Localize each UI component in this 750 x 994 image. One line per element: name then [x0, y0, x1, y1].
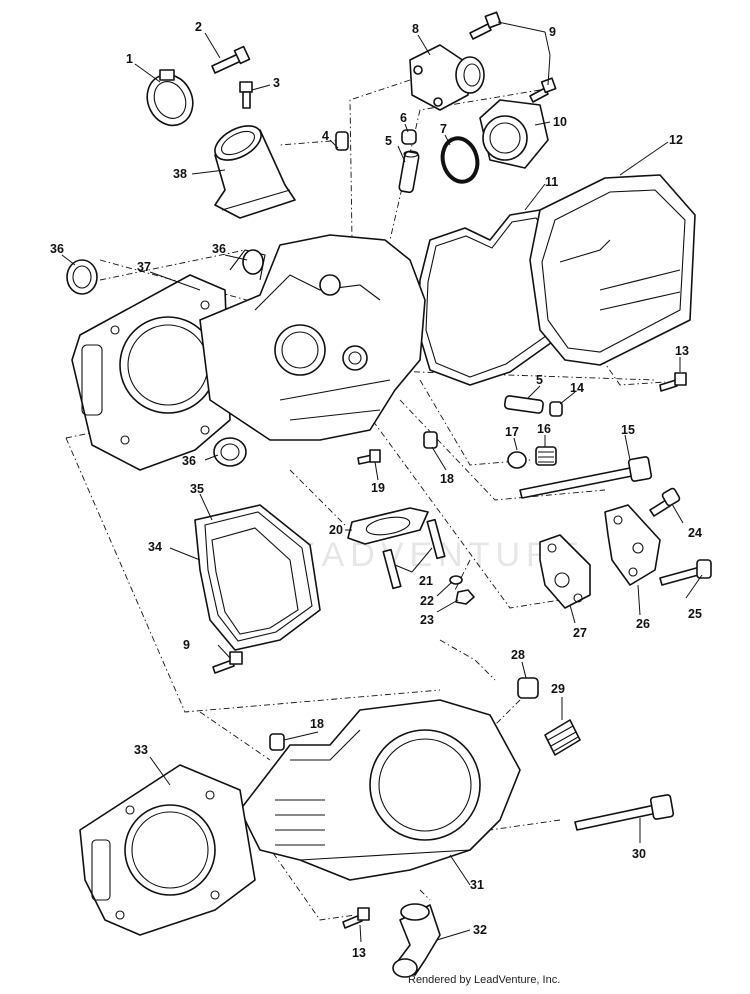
plug-part — [535, 446, 557, 466]
clamp-part — [146, 69, 194, 127]
bolt-small-part — [239, 81, 253, 109]
callout-23: 23 — [420, 613, 434, 627]
callout-9-side: 9 — [183, 638, 190, 652]
callout-31: 31 — [470, 878, 484, 892]
callout-6: 6 — [400, 111, 407, 125]
dowel-lower-part — [517, 677, 539, 699]
thermostat-housing-part — [479, 99, 549, 169]
callout-25: 25 — [688, 607, 702, 621]
bracket-right-part — [604, 504, 661, 586]
callout-7: 7 — [440, 122, 447, 136]
callout-19: 19 — [371, 481, 385, 495]
bracket-left-part — [539, 534, 591, 609]
base-gasket-part — [79, 764, 256, 936]
stud-pair-part — [382, 518, 446, 590]
side-cover-gasket-part — [194, 504, 321, 651]
nut-part — [455, 589, 475, 605]
callout-9-top: 9 — [549, 25, 556, 39]
callout-14: 14 — [570, 381, 584, 395]
leader-lines — [61, 21, 703, 943]
intake-pipe-part — [214, 125, 296, 219]
washer-part — [507, 451, 527, 469]
callout-33: 33 — [134, 743, 148, 757]
cylinder-head-part — [199, 234, 426, 441]
callout-2: 2 — [195, 20, 202, 34]
callout-36-lower: 36 — [182, 454, 196, 468]
credit-text: Rendered by LeadVenture, Inc. — [408, 974, 561, 986]
dowel-mid-part — [423, 431, 438, 449]
callout-15: 15 — [621, 423, 635, 437]
callout-24: 24 — [688, 526, 702, 540]
callout-17: 17 — [505, 425, 519, 439]
callout-10: 10 — [553, 115, 567, 129]
elbow-fitting-part — [392, 903, 441, 978]
water-outlet-part — [409, 44, 485, 111]
bolt-cylinder-part — [342, 907, 370, 929]
callout-21: 21 — [419, 574, 433, 588]
callout-13-cylinder: 13 — [352, 946, 366, 960]
bolt-cover-part — [659, 372, 687, 392]
callout-32: 32 — [473, 923, 487, 937]
bolt-bracket-long-part — [659, 559, 712, 586]
callout-4: 4 — [322, 129, 329, 143]
dowel-pin-part — [335, 131, 349, 151]
callout-36-left: 36 — [50, 242, 64, 256]
cap-small-part — [401, 129, 417, 145]
cap-lower-part — [549, 401, 563, 417]
callout-11: 11 — [545, 175, 558, 189]
callout-36-center: 36 — [212, 242, 226, 256]
callout-20: 20 — [329, 523, 343, 537]
callout-16: 16 — [537, 422, 551, 436]
valve-guide-upper-part — [398, 150, 420, 194]
long-bolt-part — [519, 456, 653, 499]
bolt-bracket-part — [649, 487, 681, 517]
callout-5-lower: 5 — [536, 373, 543, 387]
callout-37: 37 — [137, 260, 151, 274]
cylinder-head-cover-part — [529, 174, 696, 366]
callout-1: 1 — [126, 52, 133, 66]
seal-center-part — [242, 249, 264, 275]
callout-22: 22 — [420, 594, 434, 608]
o-ring-part — [440, 136, 480, 184]
cylinder-part — [239, 699, 521, 881]
seal-lower-part — [213, 437, 247, 467]
bolt-top-part — [211, 45, 251, 74]
exhaust-gasket-part — [347, 507, 429, 545]
callout-5-upper: 5 — [385, 134, 392, 148]
callout-27: 27 — [573, 626, 587, 640]
callout-12: 12 — [669, 133, 683, 147]
seal-left-part — [66, 259, 98, 295]
water-fitting-part — [544, 719, 581, 756]
bolt-pair-top-part — [469, 11, 557, 103]
bolt-mid-part — [357, 449, 381, 465]
bolt-side-cover-part — [212, 651, 243, 674]
head-gasket-part — [71, 274, 231, 471]
cylinder-bolt-part — [574, 794, 675, 831]
callout-13-cover: 13 — [675, 344, 689, 358]
parts — [66, 11, 712, 978]
watermark-text: LEADVENTURE — [268, 536, 585, 574]
callout-18-cylinder: 18 — [310, 717, 324, 731]
callout-34: 34 — [148, 540, 162, 554]
valve-guide-lower-part — [503, 395, 544, 414]
callout-38: 38 — [173, 167, 187, 181]
callout-30: 30 — [632, 847, 646, 861]
callout-28: 28 — [511, 648, 525, 662]
callout-26: 26 — [636, 617, 650, 631]
callout-18-mid: 18 — [440, 472, 454, 486]
callout-labels: 1 2 3 4 5 6 7 8 9 10 11 12 13 5 14 15 16… — [50, 20, 702, 960]
callout-3: 3 — [273, 76, 280, 90]
callout-29: 29 — [551, 682, 565, 696]
washer-small-part — [449, 575, 463, 585]
dowel-cylinder-part — [269, 733, 285, 751]
callout-35: 35 — [190, 482, 204, 496]
callout-8: 8 — [412, 22, 419, 36]
